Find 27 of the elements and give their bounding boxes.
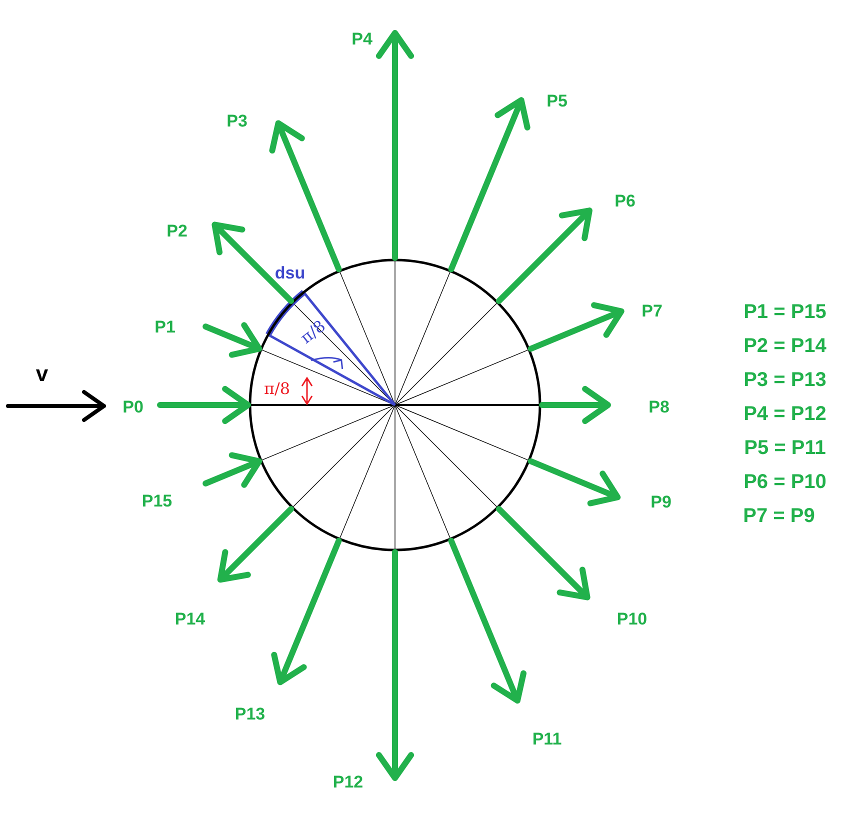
force-label: P1	[154, 318, 176, 338]
velocity-label: v	[36, 362, 48, 386]
equation-text: P7 = P9	[743, 505, 815, 527]
equation-text: P3 = P13	[744, 369, 826, 391]
equation-text: P2 = P14	[744, 335, 826, 357]
force-label: P15	[142, 492, 172, 512]
force-label: P6	[614, 192, 636, 212]
force-label: P7	[642, 302, 662, 322]
equation-text: P5 = P11	[744, 437, 826, 459]
force-label: P8	[648, 398, 670, 418]
force-label: P9	[650, 494, 672, 512]
force-label: P11	[532, 730, 562, 750]
equation-text: P6 = P10	[744, 471, 826, 493]
force-label: P12	[332, 774, 364, 792]
force-label: P5	[546, 92, 568, 112]
arc-label: dsu	[274, 264, 306, 284]
force-label: P4	[352, 30, 372, 50]
angle-label: π/8	[264, 380, 290, 398]
force-label: P10	[616, 610, 648, 630]
equation-text: P1 = P15	[744, 301, 826, 323]
angle-label: π/8	[297, 317, 329, 347]
force-label: P14	[174, 610, 206, 630]
force-label: P13	[234, 706, 266, 724]
force-label: P0	[122, 398, 144, 418]
force-label: P3	[226, 112, 248, 132]
equation-text: P4 = P12	[744, 403, 826, 425]
force-label: P2	[166, 222, 188, 242]
